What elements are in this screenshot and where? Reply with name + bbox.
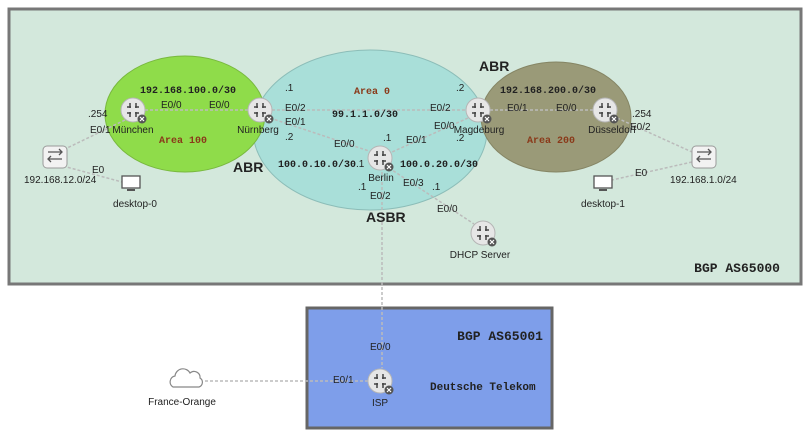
device-label-berlin: Berlin	[368, 173, 394, 184]
device-label-desktop0: desktop-0	[113, 199, 157, 210]
as65001-box	[305, 306, 554, 430]
addr-berlin-1b: .1	[356, 159, 365, 170]
link-magdeburg-berlin	[391, 117, 469, 153]
addr-duesseldorf-254: .254	[632, 109, 652, 120]
port-duesseldorf-e0-0: E0/0	[556, 103, 577, 114]
device-label-switch-left: 192.168.12.0/24	[24, 175, 97, 186]
port-switch-right-e0: E0	[635, 168, 648, 179]
addr-berlin-1a: .1	[383, 133, 392, 144]
port-dhcp-e0-0: E0/0	[437, 204, 458, 215]
links	[62, 109, 693, 382]
abr-left-label: ABR	[233, 159, 263, 175]
addr-nuernberg-2: .2	[285, 132, 294, 143]
port-berlin-e0-1: E0/1	[406, 135, 427, 146]
area-0-subnet-top: 99.1.1.0/30	[332, 109, 398, 121]
device-label-muenchen: München	[112, 125, 153, 136]
port-switch-left-e0: E0	[92, 165, 105, 176]
addr-magdeburg-2b: .2	[456, 133, 465, 144]
area-100-label: Area 100	[159, 136, 207, 147]
port-berlin-e0-3: E0/3	[403, 178, 424, 189]
area-0-label: Area 0	[354, 87, 390, 98]
device-label-dhcp-server: DHCP Server	[450, 250, 511, 261]
switch-left-icon[interactable]	[42, 145, 68, 169]
port-magdeburg-e0-2: E0/2	[430, 103, 451, 114]
provider-label: Deutsche Telekom	[430, 382, 536, 394]
port-muenchen-e0-0: E0/0	[161, 100, 182, 111]
link-switch-left-desktop0	[62, 165, 123, 183]
port-magdeburg-e0-0: E0/0	[434, 121, 455, 132]
addr-berlin-1c: .1	[358, 182, 367, 193]
switch-right-icon[interactable]	[691, 145, 717, 169]
area-100-subnet: 192.168.100.0/30	[140, 85, 236, 97]
link-berlin-dhcp	[388, 167, 475, 225]
device-label-duesseldorf: Düsseldorf	[588, 125, 636, 136]
addr-berlin-1d: .1	[432, 182, 441, 193]
abr-right-label: ABR	[479, 58, 509, 74]
port-berlin-e0-0: E0/0	[334, 139, 355, 150]
link-nuernberg-berlin	[269, 117, 373, 153]
link-switch-right-desktop1	[611, 161, 693, 181]
area-0-subnet-right: 100.0.20.0/30	[400, 159, 478, 171]
port-nuernberg-e0-0: E0/0	[209, 100, 230, 111]
device-label-magdeburg: Magdeburg	[454, 125, 505, 136]
area-200-label: Area 200	[527, 136, 575, 147]
link-muenchen-switch-left	[62, 119, 126, 151]
port-isp-e0-1: E0/1	[333, 375, 354, 386]
port-magdeburg-e0-1: E0/1	[507, 103, 528, 114]
device-label-switch-right: 192.168.1.0/24	[670, 175, 737, 186]
addr-nuernberg-1: .1	[285, 83, 294, 94]
as65000-label: BGP AS65000	[694, 261, 780, 276]
port-berlin-e0-2: E0/2	[370, 191, 391, 202]
as65001-label: BGP AS65001	[457, 329, 543, 344]
area-0-subnet-left: 100.0.10.0/30	[278, 159, 356, 171]
port-nuernberg-e0-1: E0/1	[285, 117, 306, 128]
port-muenchen-e0-1: E0/1	[90, 125, 111, 136]
device-label-cloud: France-Orange	[148, 397, 216, 408]
port-muenchen-254: .254	[88, 109, 108, 120]
cloud-icon[interactable]	[169, 368, 203, 388]
addr-magdeburg-2a: .2	[456, 83, 465, 94]
area-200-subnet: 192.168.200.0/30	[500, 85, 596, 97]
port-isp-e0-0: E0/0	[370, 342, 391, 353]
device-label-nuernberg: Nürnberg	[237, 125, 279, 136]
port-nuernberg-e0-2: E0/2	[285, 103, 306, 114]
port-duesseldorf-e0-2: E0/2	[630, 122, 651, 133]
device-label-desktop1: desktop-1	[581, 199, 625, 210]
device-label-isp: ISP	[372, 398, 388, 409]
asbr-label: ASBR	[366, 209, 406, 225]
link-duesseldorf-switch-right	[616, 117, 693, 153]
